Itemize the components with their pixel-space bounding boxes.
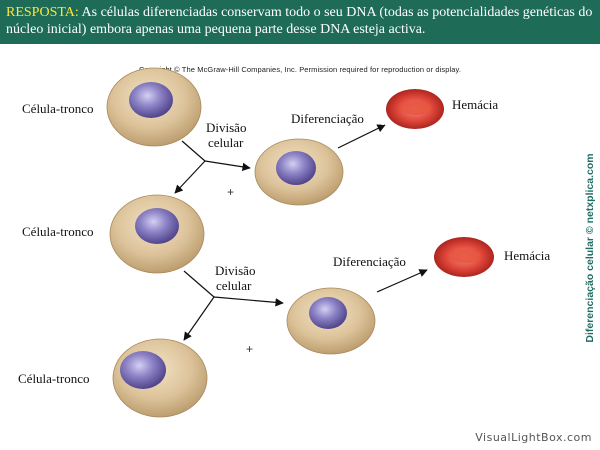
plus-sign-1: + [227,185,234,199]
watermark: VisualLightBox.com [475,431,592,444]
red-cell-label-2: Hemácia [504,248,550,263]
division-label-2-line-2: celular [216,278,252,293]
nucleus [129,82,173,118]
stem-cell-label-1: Célula-tronco [22,101,93,116]
nucleus [120,351,166,389]
plus-sign-2: + [246,342,253,356]
red-cell-label-1: Hemácia [452,97,498,112]
stem-cell-1 [106,67,202,147]
copyright-notice: Copyright © The McGraw-Hill Companies, I… [138,65,462,74]
side-credit: Diferenciação celular © netxplica.com [584,153,596,343]
division-label-1-line-2: celular [208,135,244,150]
differentiation-arrow-1 [337,124,386,149]
stem-cell-label-3: Célula-tronco [18,371,89,386]
cell-differentiation-diagram: Célula-tronco Célula-tronco Célula-tronc… [18,67,550,418]
answer-text: As células diferenciadas conservam todo … [6,5,593,37]
stem-cell-2 [109,194,205,274]
division-label-2-line-1: Divisão [215,263,255,278]
division-arrows-1 [174,140,251,194]
answer-banner: RESPOSTA: As células diferenciadas conse… [0,0,600,44]
nucleus [135,208,179,244]
stem-cell-label-2: Célula-tronco [22,224,93,239]
nucleus [309,297,347,329]
answer-label: RESPOSTA: [6,5,79,20]
differentiation-arrow-2 [376,269,428,293]
red-blood-cell-2 [434,237,494,277]
nucleus [276,151,316,185]
stem-cell-3 [112,338,208,418]
red-blood-cell-1 [386,89,444,129]
division-label-1-line-1: Divisão [206,120,246,135]
division-arrows-2 [183,270,284,341]
differentiation-label-2: Diferenciação [333,254,406,269]
differentiating-cell-1 [254,138,344,206]
differentiating-cell-2 [286,287,376,355]
differentiation-label-1: Diferenciação [291,111,364,126]
